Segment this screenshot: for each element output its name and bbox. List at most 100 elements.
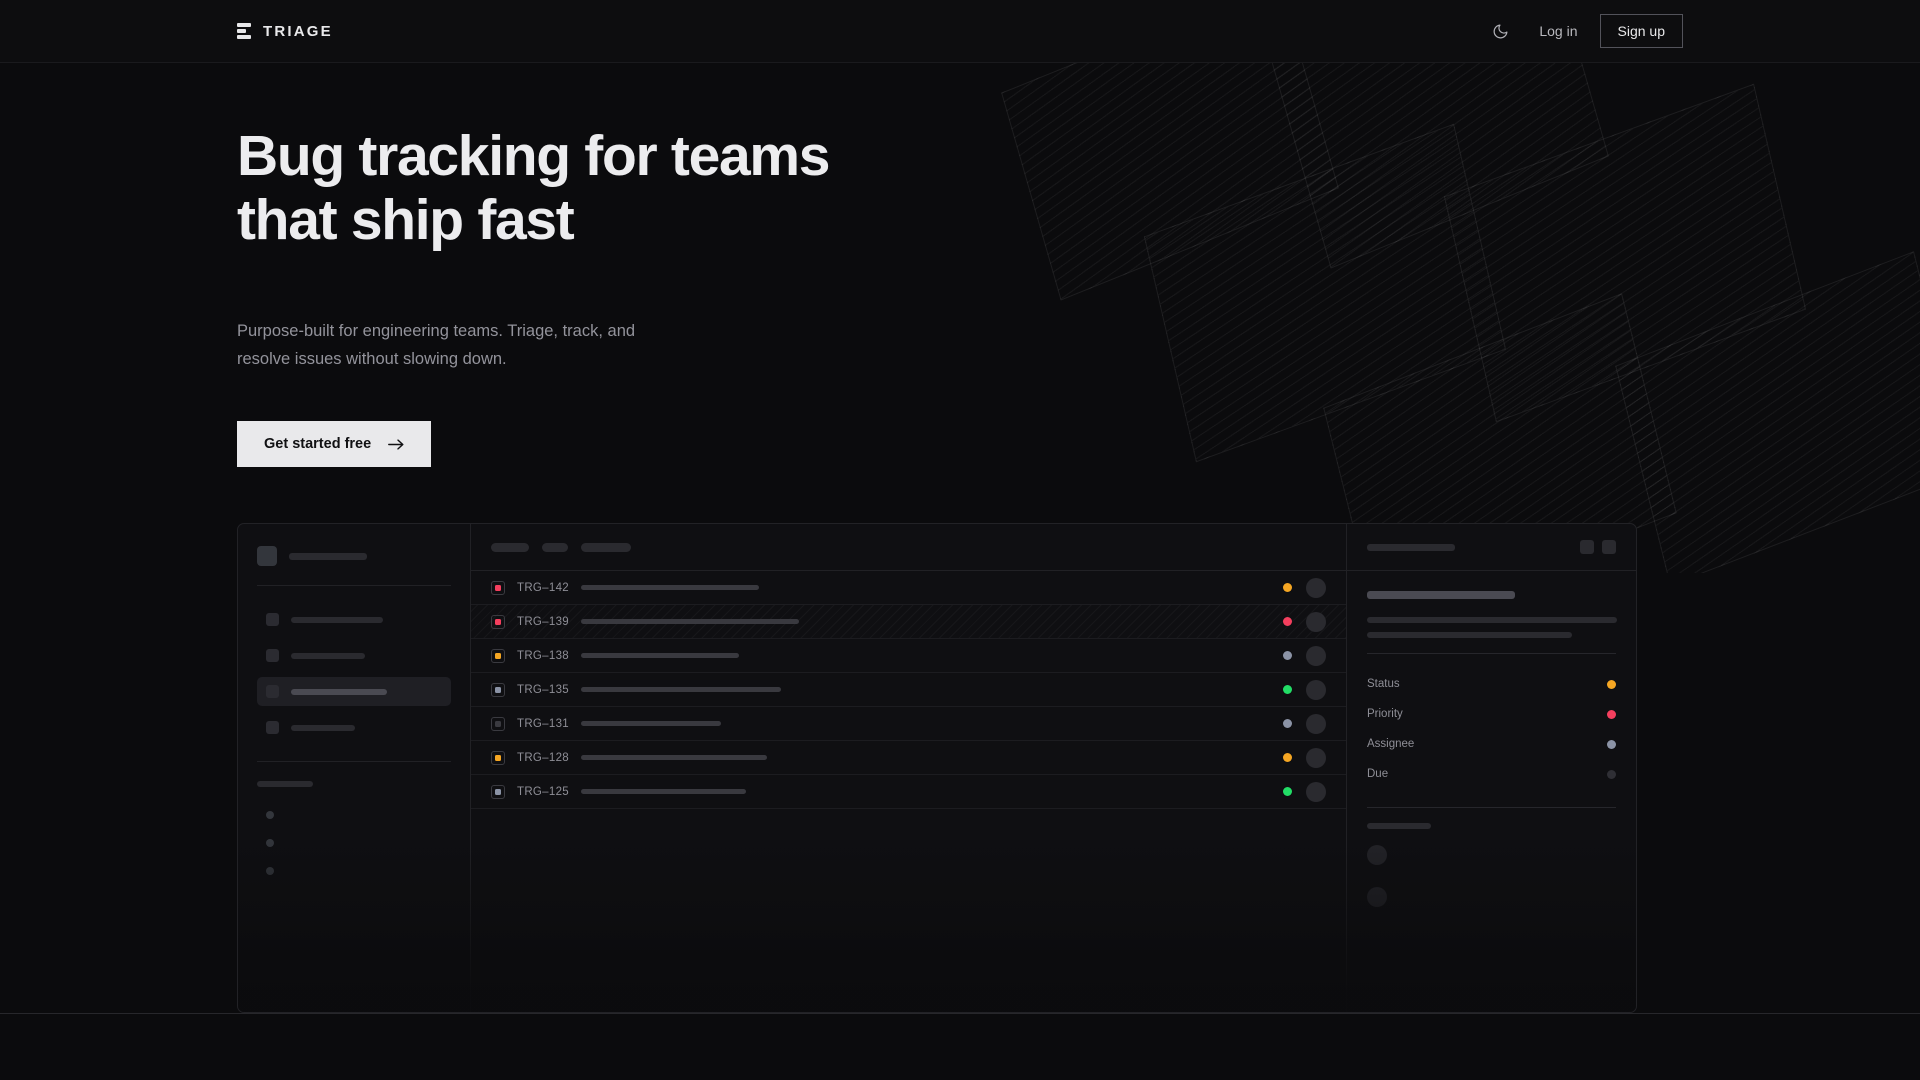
status-badge bbox=[1283, 617, 1292, 626]
issue-title-skeleton bbox=[581, 755, 767, 760]
app-sidebar bbox=[238, 524, 471, 1012]
sidebar-sub-item-dot bbox=[266, 867, 274, 875]
decor-panel bbox=[1143, 123, 1507, 463]
arrow-right-icon bbox=[388, 439, 404, 450]
status-badge bbox=[1283, 719, 1292, 728]
toolbar-pill-0[interactable] bbox=[491, 542, 529, 552]
sidebar-divider bbox=[257, 585, 451, 586]
issue-id: TRG–138 bbox=[517, 649, 569, 662]
activity-avatar bbox=[1367, 845, 1387, 865]
toolbar-pill-1[interactable] bbox=[542, 542, 568, 552]
issue-id: TRG–125 bbox=[517, 785, 569, 798]
sidebar-sub-item-1[interactable] bbox=[257, 829, 451, 857]
sidebar-item-label-skeleton bbox=[291, 616, 383, 623]
issue-title-skeleton bbox=[581, 653, 739, 658]
decor-panel bbox=[1615, 251, 1920, 573]
issue-id: TRG–135 bbox=[517, 683, 569, 696]
brand-logo[interactable]: TRIAGE bbox=[237, 23, 333, 40]
issue-id: TRG–128 bbox=[517, 751, 569, 764]
table-row[interactable]: TRG–131 bbox=[471, 707, 1346, 741]
sidebar-item-2[interactable] bbox=[257, 677, 451, 706]
table-row[interactable]: TRG–135 bbox=[471, 673, 1346, 707]
brand-name: TRIAGE bbox=[263, 22, 333, 40]
cta-label: Get started free bbox=[264, 436, 372, 453]
avatar bbox=[1306, 611, 1326, 632]
table-row[interactable]: TRG–139 bbox=[471, 605, 1346, 639]
detail-header-icons bbox=[1580, 540, 1616, 554]
detail-meta-label: Status bbox=[1367, 678, 1400, 690]
detail-meta-value-dot bbox=[1607, 739, 1616, 749]
avatar bbox=[1306, 679, 1326, 700]
header-actions: Log in Sign up bbox=[1483, 14, 1683, 48]
detail-meta-row[interactable]: Assignee bbox=[1367, 729, 1616, 759]
moon-icon[interactable] bbox=[1483, 14, 1517, 48]
priority-icon bbox=[491, 716, 505, 731]
toolbar-pill-2[interactable] bbox=[581, 542, 631, 552]
detail-divider bbox=[1367, 653, 1616, 654]
detail-meta-label: Assignee bbox=[1367, 738, 1415, 750]
issue-id: TRG–142 bbox=[517, 581, 569, 594]
issue-list-toolbar bbox=[471, 524, 1346, 571]
priority-icon bbox=[491, 682, 505, 697]
detail-meta-label: Due bbox=[1367, 768, 1389, 780]
status-badge bbox=[1283, 787, 1292, 796]
detail-description-skeleton bbox=[1367, 617, 1617, 638]
workspace-avatar bbox=[257, 546, 277, 566]
stacked-bars-icon bbox=[237, 23, 251, 39]
detail-title-skeleton bbox=[1367, 543, 1455, 551]
sidebar-sub-item-0[interactable] bbox=[257, 801, 451, 829]
status-badge bbox=[1283, 651, 1292, 660]
sidebar-sub-item-dot bbox=[266, 839, 274, 847]
detail-description-line-1 bbox=[1367, 632, 1572, 638]
detail-meta-row[interactable]: Priority bbox=[1367, 699, 1616, 729]
detail-meta-value-dot bbox=[1607, 769, 1616, 779]
sidebar-item-label-skeleton bbox=[291, 652, 365, 659]
issue-title-skeleton bbox=[581, 585, 759, 590]
status-badge bbox=[1283, 583, 1292, 592]
sidebar-item-1[interactable] bbox=[257, 641, 451, 670]
decor-panel bbox=[1001, 63, 1339, 301]
detail-issue-title-skeleton bbox=[1367, 591, 1515, 599]
sidebar-item-3[interactable] bbox=[257, 713, 451, 742]
issue-title-skeleton bbox=[581, 619, 799, 624]
status-badge bbox=[1283, 685, 1292, 694]
sidebar-item-label-skeleton bbox=[291, 724, 355, 731]
status-badge bbox=[1283, 753, 1292, 762]
activity-avatar bbox=[1367, 887, 1387, 907]
sidebar-item-0[interactable] bbox=[257, 605, 451, 634]
avatar bbox=[1306, 781, 1326, 802]
sidebar-workspace[interactable] bbox=[257, 546, 451, 566]
login-link[interactable]: Log in bbox=[1539, 23, 1578, 39]
square-icon[interactable] bbox=[1602, 540, 1616, 554]
issue-title-skeleton bbox=[581, 721, 721, 726]
sidebar-divider-2 bbox=[257, 761, 451, 762]
issue-title-skeleton bbox=[581, 687, 781, 692]
sidebar-item-icon bbox=[266, 685, 279, 698]
detail-meta-row[interactable]: Due bbox=[1367, 759, 1616, 789]
sidebar-item-label-skeleton bbox=[291, 688, 387, 695]
avatar bbox=[1306, 577, 1326, 598]
square-icon[interactable] bbox=[1580, 540, 1594, 554]
get-started-button[interactable]: Get started free bbox=[237, 421, 432, 468]
signup-button[interactable]: Sign up bbox=[1599, 14, 1683, 48]
avatar bbox=[1306, 713, 1326, 734]
site-header: TRIAGE Log in Sign up bbox=[0, 0, 1920, 63]
issue-id: TRG–139 bbox=[517, 615, 569, 628]
table-row[interactable]: TRG–125 bbox=[471, 775, 1346, 809]
table-row[interactable]: TRG–138 bbox=[471, 639, 1346, 673]
detail-header bbox=[1347, 524, 1636, 571]
issue-title-skeleton bbox=[581, 789, 746, 794]
sidebar-item-icon bbox=[266, 649, 279, 662]
table-row[interactable]: TRG–142 bbox=[471, 571, 1346, 605]
detail-meta-value-dot bbox=[1607, 679, 1616, 689]
table-row[interactable]: TRG–128 bbox=[471, 741, 1346, 775]
detail-meta-row[interactable]: Status bbox=[1367, 669, 1616, 699]
priority-icon bbox=[491, 784, 505, 799]
sidebar-sub-item-2[interactable] bbox=[257, 857, 451, 885]
sidebar-item-icon bbox=[266, 721, 279, 734]
priority-icon bbox=[491, 614, 505, 629]
